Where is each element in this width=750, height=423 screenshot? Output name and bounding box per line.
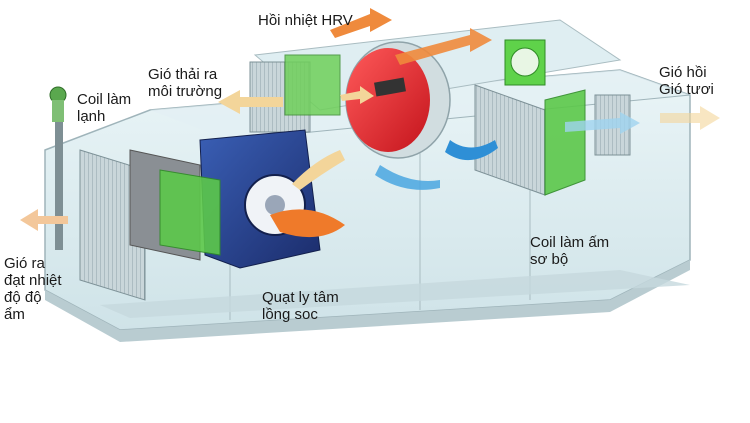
return-fan	[504, 39, 546, 86]
centrifugal-fan-label: Quạt ly tâm lồng soc	[262, 289, 339, 323]
hrv-label-line1: Hồi nhiệt HRV	[258, 12, 353, 29]
airflow-arrows	[20, 8, 720, 231]
centrifugal-fan-label-line1: Quạt ly tâm	[262, 289, 339, 306]
hrv-wheel	[345, 41, 451, 159]
return-fresh-air-label-line2: Gió tươi	[659, 81, 714, 98]
preheat-coil-label: Coil làm ấm sơ bộ	[530, 234, 609, 268]
supply-air-label: Gió ra đạt nhiệt độ độ ẩm	[4, 255, 62, 323]
drip-pan	[100, 270, 690, 318]
supply-air-label-line2: đạt nhiệt	[4, 272, 62, 289]
return-fresh-air-label-line1: Gió hồi	[659, 64, 707, 81]
hrv-label: Hồi nhiệt HRV	[258, 12, 353, 29]
preheat-coil-label-line2: sơ bộ	[530, 251, 569, 268]
exhaust-air-label-line2: môi trường	[148, 83, 223, 100]
centrifugal-fan-label-line2: lồng soc	[262, 306, 318, 323]
preheat-coil	[474, 84, 631, 196]
return-fresh-air-label: Gió hồi Gió tươi	[659, 64, 714, 98]
supply-air-label-line3: độ độ	[4, 289, 42, 306]
cooling-coil-label: Coil làm lạnh	[77, 91, 131, 125]
centrifugal-fan	[199, 129, 345, 269]
cooling-coil-label-line2: lạnh	[77, 108, 106, 125]
cooling-coil	[49, 86, 221, 301]
supply-air-label-line1: Gió ra	[4, 255, 45, 272]
supply-air-label-line4: ẩm	[4, 306, 25, 323]
cooling-coil-label-line1: Coil làm	[77, 91, 132, 108]
preheat-coil-label-line1: Coil làm ấm	[530, 234, 610, 251]
exhaust-air-label: Gió thải ra môi trường	[148, 66, 222, 100]
exhaust-air-label-line1: Gió thải ra	[148, 66, 218, 83]
